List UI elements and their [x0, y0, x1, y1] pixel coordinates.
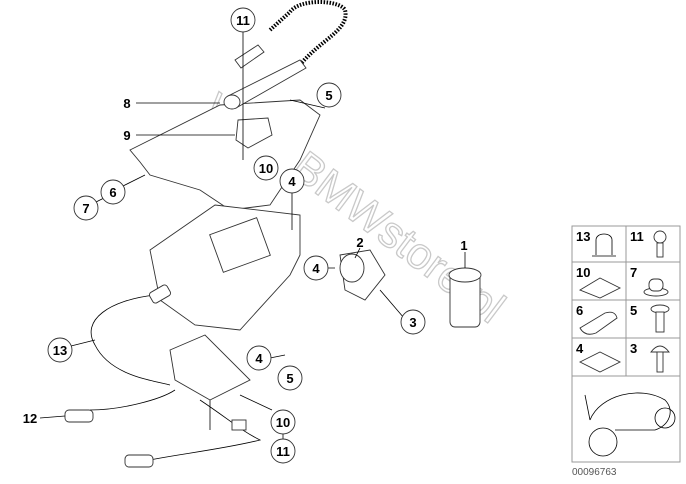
callout-4-bottom[interactable]: 4: [246, 345, 272, 371]
callout-6[interactable]: 6: [100, 179, 126, 205]
coiled-cable: [268, 0, 348, 67]
callout-11-top[interactable]: 11: [230, 7, 256, 33]
screw-icon: [653, 230, 667, 258]
svg-text:11: 11: [630, 229, 644, 244]
callout-9[interactable]: 9: [123, 128, 130, 143]
wiring-harness: [89, 294, 262, 463]
callout-4-mid[interactable]: 4: [303, 255, 329, 281]
callout-3[interactable]: 3: [400, 309, 426, 335]
power-socket-top: [448, 267, 482, 283]
svg-text:3: 3: [630, 341, 637, 356]
legend-cell-10[interactable]: 10: [576, 265, 622, 299]
grommet-icon: [643, 278, 669, 297]
legend-cell-6[interactable]: 6: [576, 303, 618, 335]
connector-plug: [231, 419, 247, 431]
callout-12[interactable]: 12: [23, 411, 37, 426]
clip-nut-icon: [578, 351, 622, 373]
svg-text:6: 6: [109, 185, 116, 200]
svg-text:10: 10: [276, 415, 290, 430]
legend-cell-13[interactable]: 13: [576, 229, 616, 257]
svg-text:10: 10: [259, 161, 273, 176]
svg-text:4: 4: [288, 174, 296, 189]
mounting-plate: [129, 99, 321, 211]
plug-connector: [234, 44, 265, 69]
callout-5-bottom[interactable]: 5: [277, 365, 303, 391]
callout-8[interactable]: 8: [123, 96, 130, 111]
legend-cell-11[interactable]: 11: [630, 229, 667, 258]
svg-text:5: 5: [630, 303, 637, 318]
svg-text:4: 4: [312, 261, 320, 276]
svg-text:6: 6: [576, 303, 583, 318]
legend-cell-5[interactable]: 5: [630, 303, 670, 333]
bolt-icon: [650, 345, 670, 373]
catalog-number: 00096763: [572, 467, 617, 478]
callout-4-top[interactable]: 4: [279, 168, 305, 194]
callout-11-bottom[interactable]: 11: [270, 438, 296, 464]
callout-13[interactable]: 13: [47, 337, 73, 363]
legend-cell-3[interactable]: 3: [630, 341, 670, 373]
svg-text:7: 7: [82, 201, 89, 216]
control-unit: [169, 334, 251, 401]
svg-text:13: 13: [53, 343, 67, 358]
motorcycle-icon: [584, 392, 676, 457]
svg-text:4: 4: [255, 351, 263, 366]
clip-icon: [592, 233, 616, 257]
round-plug-lower: [124, 454, 154, 468]
bracket: [235, 117, 273, 149]
socket-tube-end: [223, 94, 241, 110]
collar-screw-icon: [650, 304, 670, 333]
callout-7[interactable]: 7: [73, 195, 99, 221]
callout-10-top[interactable]: 10: [253, 155, 279, 181]
frame-box: [209, 217, 271, 273]
upper-plug: [148, 284, 172, 304]
socket-housing-face: [339, 253, 365, 283]
svg-text:10: 10: [576, 265, 590, 280]
callout-1[interactable]: 1: [460, 238, 467, 253]
legend-cell-4[interactable]: 4: [576, 341, 622, 373]
rubber-pad-icon: [579, 311, 618, 335]
legend-cell-7[interactable]: 7: [630, 265, 669, 297]
callout-5-top[interactable]: 5: [316, 82, 342, 108]
svg-text:5: 5: [325, 88, 332, 103]
svg-text:13: 13: [576, 229, 590, 244]
small-parts-legend: 13 11 10 7 6 5 4 3: [571, 225, 681, 463]
svg-text:7: 7: [630, 265, 637, 280]
svg-text:3: 3: [409, 315, 416, 330]
callout-2[interactable]: 2: [356, 235, 363, 250]
clip-nut-icon: [578, 277, 622, 299]
svg-text:11: 11: [236, 13, 250, 28]
round-plug-12: [64, 409, 94, 423]
svg-text:11: 11: [276, 444, 290, 459]
svg-text:5: 5: [286, 371, 293, 386]
svg-text:4: 4: [576, 341, 584, 356]
callout-10-bottom[interactable]: 10: [270, 409, 296, 435]
